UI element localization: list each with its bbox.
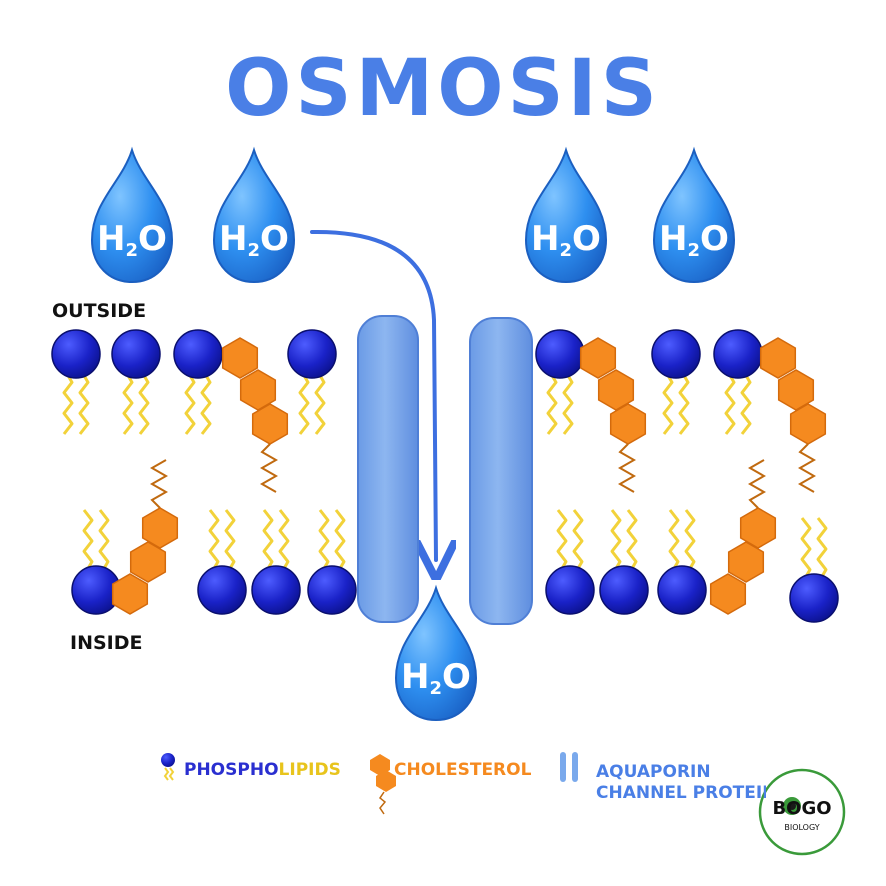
phospholipid-inner bbox=[789, 517, 839, 623]
water-molecule-outside-1: H2O bbox=[90, 146, 174, 284]
phospholipid-outer bbox=[173, 329, 223, 435]
logo-text-bogo: BOGO bbox=[772, 798, 831, 819]
legend-cholesterol: CHOLESTEROL bbox=[394, 760, 532, 780]
legend-phospholipid-icon bbox=[161, 753, 175, 781]
h2o-label: H2O bbox=[659, 219, 729, 261]
phospholipid-inner bbox=[545, 509, 595, 615]
legend-phospholipids: PHOSPHOLIPIDS bbox=[184, 760, 341, 780]
h2o-label: H2O bbox=[97, 219, 167, 261]
aquaporin-left-subunit bbox=[357, 315, 419, 623]
phospholipid-outer bbox=[535, 329, 585, 435]
cholesterol-outer-1 bbox=[221, 337, 289, 493]
phospholipid-outer bbox=[713, 329, 763, 435]
aquaporin-right-subunit bbox=[469, 317, 533, 625]
inside-label: INSIDE bbox=[70, 632, 143, 654]
bogo-biology-logo: BOGO BIOLOGY bbox=[758, 768, 846, 856]
phospholipid-inner bbox=[197, 509, 247, 615]
h2o-label: H2O bbox=[219, 219, 289, 261]
water-molecule-outside-4: H2O bbox=[652, 146, 736, 284]
phospholipid-outer bbox=[287, 329, 337, 435]
water-molecule-inside: H2O bbox=[394, 584, 478, 722]
legend-aquaporin-line1: AQUAPORIN bbox=[596, 762, 711, 782]
cholesterol-inner-2 bbox=[709, 459, 777, 615]
legend-aquaporin-icon bbox=[560, 752, 578, 782]
phospholipid-outer bbox=[651, 329, 701, 435]
diagram-title: OSMOSIS bbox=[225, 44, 661, 134]
osmosis-arrow bbox=[310, 229, 436, 560]
cholesterol-outer-2 bbox=[579, 337, 647, 493]
outside-label: OUTSIDE bbox=[52, 300, 147, 322]
phospholipid-inner bbox=[599, 509, 649, 615]
phospholipid-outer bbox=[51, 329, 101, 435]
legend-phospholipids-part1: PHOSPHO bbox=[184, 760, 279, 780]
legend-aquaporin: AQUAPORIN CHANNEL PROTEIN bbox=[596, 762, 766, 804]
phospholipid-inner bbox=[657, 509, 707, 615]
legend-phospholipids-part2: LIPIDS bbox=[278, 760, 341, 780]
phospholipid-inner bbox=[307, 509, 357, 615]
water-molecule-outside-3: H2O bbox=[524, 146, 608, 284]
legend-cholesterol-icon bbox=[370, 754, 396, 815]
cholesterol-inner-1 bbox=[111, 459, 179, 615]
h2o-label: H2O bbox=[401, 657, 471, 699]
phospholipid-inner bbox=[251, 509, 301, 615]
logo-text-biology: BIOLOGY bbox=[784, 823, 819, 832]
legend-aquaporin-line2: CHANNEL PROTEIN bbox=[596, 783, 766, 803]
h2o-label: H2O bbox=[531, 219, 601, 261]
phospholipid-inner bbox=[71, 509, 121, 615]
phospholipid-outer bbox=[111, 329, 161, 435]
cholesterol-outer-3 bbox=[759, 337, 827, 493]
water-molecule-outside-2: H2O bbox=[212, 146, 296, 284]
